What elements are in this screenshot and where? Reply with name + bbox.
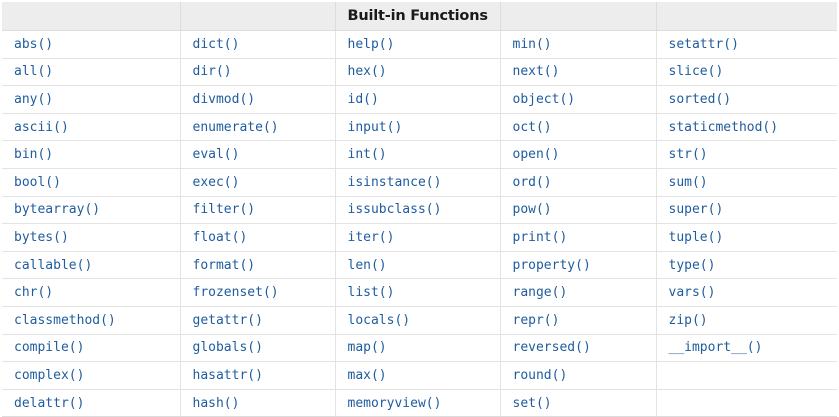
table-header-cell-4 xyxy=(500,2,657,31)
function-link[interactable]: any() xyxy=(2,85,181,114)
function-link[interactable]: frozenset() xyxy=(180,278,336,307)
function-link[interactable]: sum() xyxy=(656,168,837,197)
function-link[interactable]: callable() xyxy=(2,251,181,280)
table-header-cell-5 xyxy=(656,2,837,31)
function-link[interactable]: bool() xyxy=(2,168,181,197)
table-row: any() divmod() id() object() sorted() xyxy=(2,85,837,114)
function-link[interactable]: len() xyxy=(335,251,501,280)
function-link[interactable]: setattr() xyxy=(656,30,837,59)
function-link[interactable]: bytes() xyxy=(2,223,181,252)
table-row: chr() frozenset() list() range() vars() xyxy=(2,278,837,307)
function-link[interactable]: zip() xyxy=(656,306,837,335)
table-row: callable() format() len() property() typ… xyxy=(2,251,837,280)
table-row: classmethod() getattr() locals() repr() … xyxy=(2,306,837,335)
function-link[interactable]: range() xyxy=(500,278,657,307)
function-link[interactable]: repr() xyxy=(500,306,657,335)
function-link[interactable]: memoryview() xyxy=(335,389,501,417)
function-link[interactable]: next() xyxy=(500,58,657,87)
function-link[interactable]: type() xyxy=(656,251,837,280)
function-link[interactable]: property() xyxy=(500,251,657,280)
function-link[interactable]: list() xyxy=(335,278,501,307)
table-header: Built-in Functions xyxy=(2,2,837,31)
function-link[interactable]: open() xyxy=(500,140,657,169)
function-link[interactable]: exec() xyxy=(180,168,336,197)
function-link[interactable]: divmod() xyxy=(180,85,336,114)
function-link[interactable]: abs() xyxy=(2,30,181,59)
table-header-cell-2 xyxy=(180,2,336,31)
function-link[interactable]: dict() xyxy=(180,30,336,59)
function-link[interactable]: classmethod() xyxy=(2,306,181,335)
function-link[interactable]: float() xyxy=(180,223,336,252)
function-link[interactable]: object() xyxy=(500,85,657,114)
function-link[interactable]: vars() xyxy=(656,278,837,307)
table-row: bytearray() filter() issubclass() pow() … xyxy=(2,196,837,225)
table-row: bytes() float() iter() print() tuple() xyxy=(2,223,837,252)
table-row: abs() dict() help() min() setattr() xyxy=(2,30,837,59)
table-header-cell-title: Built-in Functions xyxy=(335,2,501,31)
function-link[interactable]: help() xyxy=(335,30,501,59)
function-link[interactable]: sorted() xyxy=(656,85,837,114)
table-row: all() dir() hex() next() slice() xyxy=(2,58,837,87)
function-link[interactable]: iter() xyxy=(335,223,501,252)
function-link[interactable]: int() xyxy=(335,140,501,169)
table-row: ascii() enumerate() input() oct() static… xyxy=(2,113,837,142)
function-link[interactable]: max() xyxy=(335,361,501,390)
function-link[interactable]: format() xyxy=(180,251,336,280)
function-link[interactable]: getattr() xyxy=(180,306,336,335)
function-link[interactable]: super() xyxy=(656,196,837,225)
function-link[interactable]: min() xyxy=(500,30,657,59)
function-link[interactable]: hash() xyxy=(180,389,336,417)
function-link[interactable]: hasattr() xyxy=(180,361,336,390)
function-link[interactable]: hex() xyxy=(335,58,501,87)
table-row: complex() hasattr() max() round() xyxy=(2,361,837,390)
function-link[interactable]: set() xyxy=(500,389,657,417)
function-link[interactable]: isinstance() xyxy=(335,168,501,197)
function-link[interactable]: id() xyxy=(335,85,501,114)
function-link[interactable]: str() xyxy=(656,140,837,169)
function-link[interactable]: all() xyxy=(2,58,181,87)
function-link[interactable]: round() xyxy=(500,361,657,390)
table-header-row: Built-in Functions xyxy=(2,2,837,31)
table-body: abs() dict() help() min() setattr() all(… xyxy=(2,30,837,417)
function-link[interactable]: print() xyxy=(500,223,657,252)
function-link[interactable]: delattr() xyxy=(2,389,181,417)
function-link[interactable]: map() xyxy=(335,334,501,363)
function-link[interactable]: filter() xyxy=(180,196,336,225)
function-link[interactable]: compile() xyxy=(2,334,181,363)
table-row: bin() eval() int() open() str() xyxy=(2,140,837,169)
table-header-cell-1 xyxy=(2,2,181,31)
function-link[interactable]: eval() xyxy=(180,140,336,169)
function-link[interactable]: reversed() xyxy=(500,334,657,363)
function-link[interactable]: ascii() xyxy=(2,113,181,142)
function-link[interactable]: staticmethod() xyxy=(656,113,837,142)
function-link[interactable]: issubclass() xyxy=(335,196,501,225)
function-link[interactable]: oct() xyxy=(500,113,657,142)
function-link[interactable]: chr() xyxy=(2,278,181,307)
empty-cell xyxy=(656,361,837,390)
function-link[interactable]: input() xyxy=(335,113,501,142)
function-link[interactable]: ord() xyxy=(500,168,657,197)
table-row: bool() exec() isinstance() ord() sum() xyxy=(2,168,837,197)
empty-cell xyxy=(656,389,837,417)
function-link[interactable]: locals() xyxy=(335,306,501,335)
function-link[interactable]: pow() xyxy=(500,196,657,225)
function-link[interactable]: tuple() xyxy=(656,223,837,252)
table-row: compile() globals() map() reversed() __i… xyxy=(2,334,837,363)
function-link[interactable]: dir() xyxy=(180,58,336,87)
function-link[interactable]: complex() xyxy=(2,361,181,390)
function-link[interactable]: slice() xyxy=(656,58,837,87)
function-link[interactable]: globals() xyxy=(180,334,336,363)
function-link[interactable]: __import__() xyxy=(656,334,837,363)
table-row: delattr() hash() memoryview() set() xyxy=(2,389,837,417)
function-link[interactable]: enumerate() xyxy=(180,113,336,142)
function-link[interactable]: bytearray() xyxy=(2,196,181,225)
function-link[interactable]: bin() xyxy=(2,140,181,169)
